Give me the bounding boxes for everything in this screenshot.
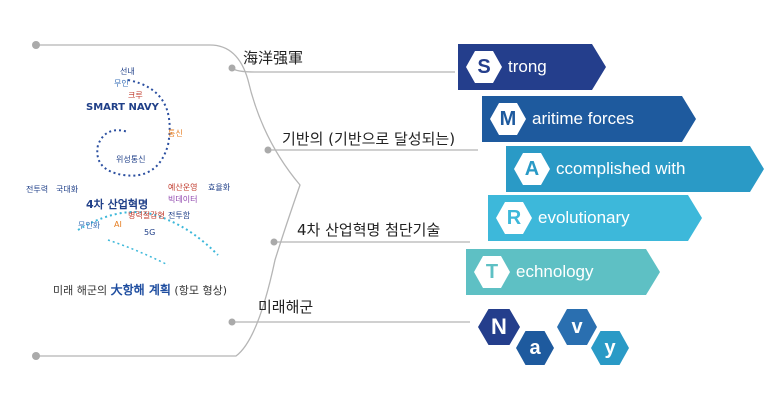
top-rail (36, 44, 301, 357)
branch-line-1 (231, 67, 455, 73)
logo-center-text: 4차 산업혁명 (86, 198, 149, 211)
badge-technology: T echnology (466, 249, 660, 295)
badge-revolutionary: R evolutionary (488, 195, 702, 241)
caption-before: 미래 해군의 (53, 284, 111, 297)
logo-word-1: 선내 (120, 67, 135, 76)
hex-letter-m: M (490, 103, 526, 135)
navy-hex-n: N (478, 309, 520, 345)
logo-word-7: 국대화 (56, 185, 79, 194)
logo-word-13: 5G (144, 228, 156, 237)
logo-swirl (77, 79, 219, 266)
navy-hex-v: v (557, 309, 597, 345)
smart-navy-logo: 선내 무인 크루 SMART NAVY 통신 위성통신 전투력 국대화 예산운영… (18, 50, 243, 270)
rail-dot-top (32, 41, 40, 49)
badge-accomplished-with: A ccomplished with (506, 146, 764, 192)
caption-highlight: 大항해 계획 (110, 283, 171, 297)
branch-label-2: 기반의 (기반으로 달성되는) (282, 130, 456, 148)
word-accomplished-with: ccomplished with (556, 159, 686, 178)
logo-word-12: 전투함 (168, 211, 191, 220)
rail-dot-bottom (32, 352, 40, 360)
logo-word-4: 통신 (168, 129, 183, 138)
hex-letter-t: T (474, 256, 510, 288)
branch-label-3: 4차 산업혁명 첨단기술 (297, 221, 441, 239)
hex-letter-a: A (514, 153, 550, 185)
hex-letter-r: R (496, 202, 532, 234)
caption-after: (항모 형상) (170, 284, 227, 297)
branch-dot-3 (270, 238, 278, 246)
word-maritime-forces: aritime forces (532, 109, 635, 128)
logo-word-6: 전투력 (26, 185, 49, 194)
branch-dot-1 (228, 64, 236, 72)
branch-dot-4 (228, 318, 236, 326)
hex-letter-s: S (466, 51, 502, 83)
logo-word-11: 병력절감형 (128, 211, 165, 220)
word-technology: echnology (516, 262, 594, 281)
logo-word-15: AI (114, 220, 122, 229)
word-strong: trong (508, 57, 547, 76)
logo-word-10: 빅데이터 (168, 195, 198, 204)
logo-word-2: 무인 (114, 79, 129, 88)
logo-caption: 미래 해군의 大항해 계획 (항모 형상) (20, 281, 260, 298)
branch-dot-2 (264, 146, 272, 154)
word-revolutionary: evolutionary (538, 208, 630, 227)
branch-label-4: 미래해군 (258, 298, 314, 316)
logo-word-8: 예산운영 (168, 183, 198, 192)
branch-label-1: 海洋强軍 (243, 49, 304, 67)
badge-strong: S trong (458, 44, 606, 90)
logo-word-5: 위성통신 (116, 155, 146, 164)
logo-smart-navy: SMART NAVY (86, 102, 159, 113)
logo-word-14: 무인화 (78, 221, 101, 230)
logo-word-3: 크루 (128, 91, 143, 100)
logo-word-9: 효율화 (208, 183, 231, 192)
badge-maritime-forces: M aritime forces (482, 96, 696, 142)
